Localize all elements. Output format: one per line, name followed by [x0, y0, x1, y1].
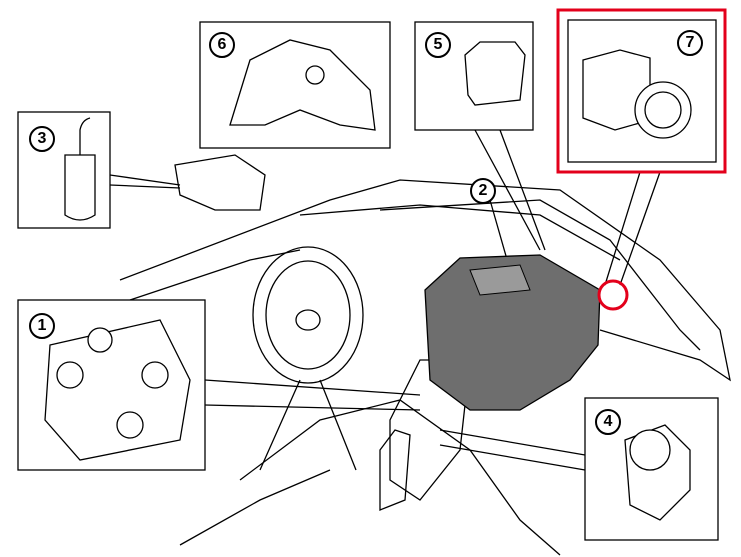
callout-7: 7: [677, 30, 703, 56]
hvac-unit: [424, 254, 601, 411]
callout-3: 3: [29, 126, 55, 152]
leader-line-1: [204, 379, 421, 411]
component-5-sketch: [464, 41, 526, 106]
component-6-sketch: [229, 39, 376, 131]
leader-line-7: [604, 171, 661, 286]
side-mirror: [174, 154, 266, 211]
highlight-circle-location-7: [597, 279, 629, 311]
dashboard-outline: [119, 179, 731, 382]
callout-6: 6: [209, 32, 235, 58]
leader-line-5: [474, 129, 546, 251]
component-3-sketch: [64, 154, 96, 221]
callout-5: 5: [425, 32, 451, 58]
highlight-frame-7: [556, 8, 727, 174]
callout-4: 4: [595, 409, 621, 435]
callout-2: 2: [470, 178, 496, 204]
leader-line-4: [439, 429, 586, 471]
component-1-sketch: [44, 319, 191, 461]
callout-1: 1: [29, 313, 55, 339]
leader-line-3: [109, 174, 181, 189]
steering-wheel: [252, 246, 364, 384]
